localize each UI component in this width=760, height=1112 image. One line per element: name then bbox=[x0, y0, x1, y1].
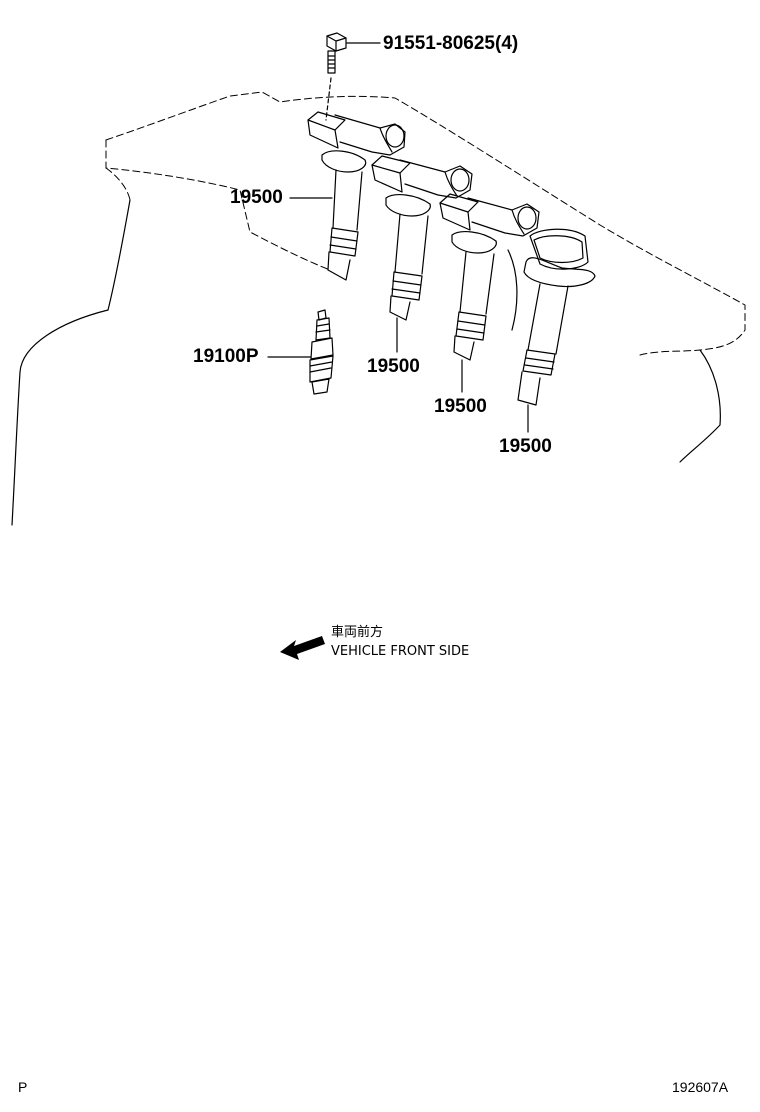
engine-head-outline bbox=[105, 91, 746, 356]
ignition-coil-3 bbox=[439, 193, 540, 361]
vehicle-front-arrow-icon bbox=[280, 636, 325, 660]
spark-plug-19100p bbox=[309, 309, 334, 395]
direction-label-en: VEHICLE FRONT SIDE bbox=[331, 644, 470, 659]
callout-coil-1: 19500 bbox=[230, 187, 283, 208]
callout-spark-plug: 19100P bbox=[193, 346, 259, 367]
ignition-coil-2 bbox=[371, 155, 473, 321]
callout-coil-4: 19500 bbox=[499, 436, 552, 457]
callout-coil-3: 19500 bbox=[434, 396, 487, 417]
bolt-91551 bbox=[325, 32, 347, 121]
ignition-coil-4 bbox=[517, 228, 596, 406]
engine-block-outline bbox=[11, 199, 721, 526]
callout-coil-2: 19500 bbox=[367, 356, 420, 377]
ignition-coil-1 bbox=[307, 111, 406, 281]
direction-label-jp: 車両前方 bbox=[331, 625, 384, 640]
diagram-id: 192607A bbox=[672, 1079, 729, 1095]
callout-bolt: 91551-80625(4) bbox=[383, 33, 519, 54]
footer-left-code: P bbox=[18, 1079, 28, 1095]
